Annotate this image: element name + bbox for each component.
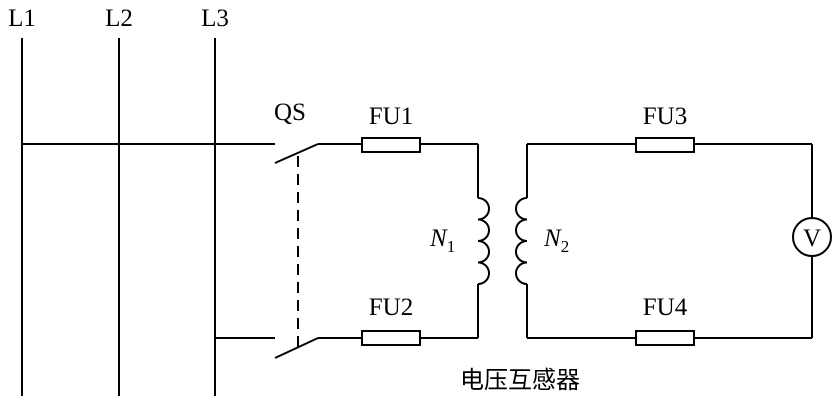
fuse-fu3 [635,137,695,153]
junction-dot [213,142,217,146]
secondary-winding-coil [515,197,528,285]
fuse-fu2 [361,330,421,346]
primary-winding-symbol: N [429,225,448,252]
phase-label-l2: L2 [105,5,133,32]
primary-winding-coil [477,197,490,285]
diagram-caption: 电压互感器 [460,366,580,394]
secondary-winding-symbol: N [543,225,562,252]
junction-dot [117,142,121,146]
primary-winding-subscript: 1 [447,237,456,256]
switch-label: QS [274,99,306,126]
primary-winding-label: N1 [429,225,455,256]
switch-qs: QS [274,99,319,359]
voltmeter-circle [792,217,832,257]
voltmeter-symbol: V [803,225,821,252]
switch-blade-upper [274,143,319,164]
fuse-fu4 [635,330,695,346]
phase-label-l3: L3 [201,5,229,32]
fuse-label-fu2: FU2 [369,294,413,321]
secondary-winding-subscript: 2 [561,237,570,256]
switch-blade-lower [274,337,319,359]
fuse-label-fu3: FU3 [643,103,687,130]
fuse-fu1 [361,137,421,153]
secondary-winding-label: N2 [543,225,569,256]
fuse-label-fu1: FU1 [369,103,413,130]
phase-lines: L1 L2 L3 [8,5,229,396]
voltmeter: V [792,217,832,257]
phase-label-l1: L1 [8,5,36,32]
fuse-label-fu4: FU4 [643,294,688,321]
